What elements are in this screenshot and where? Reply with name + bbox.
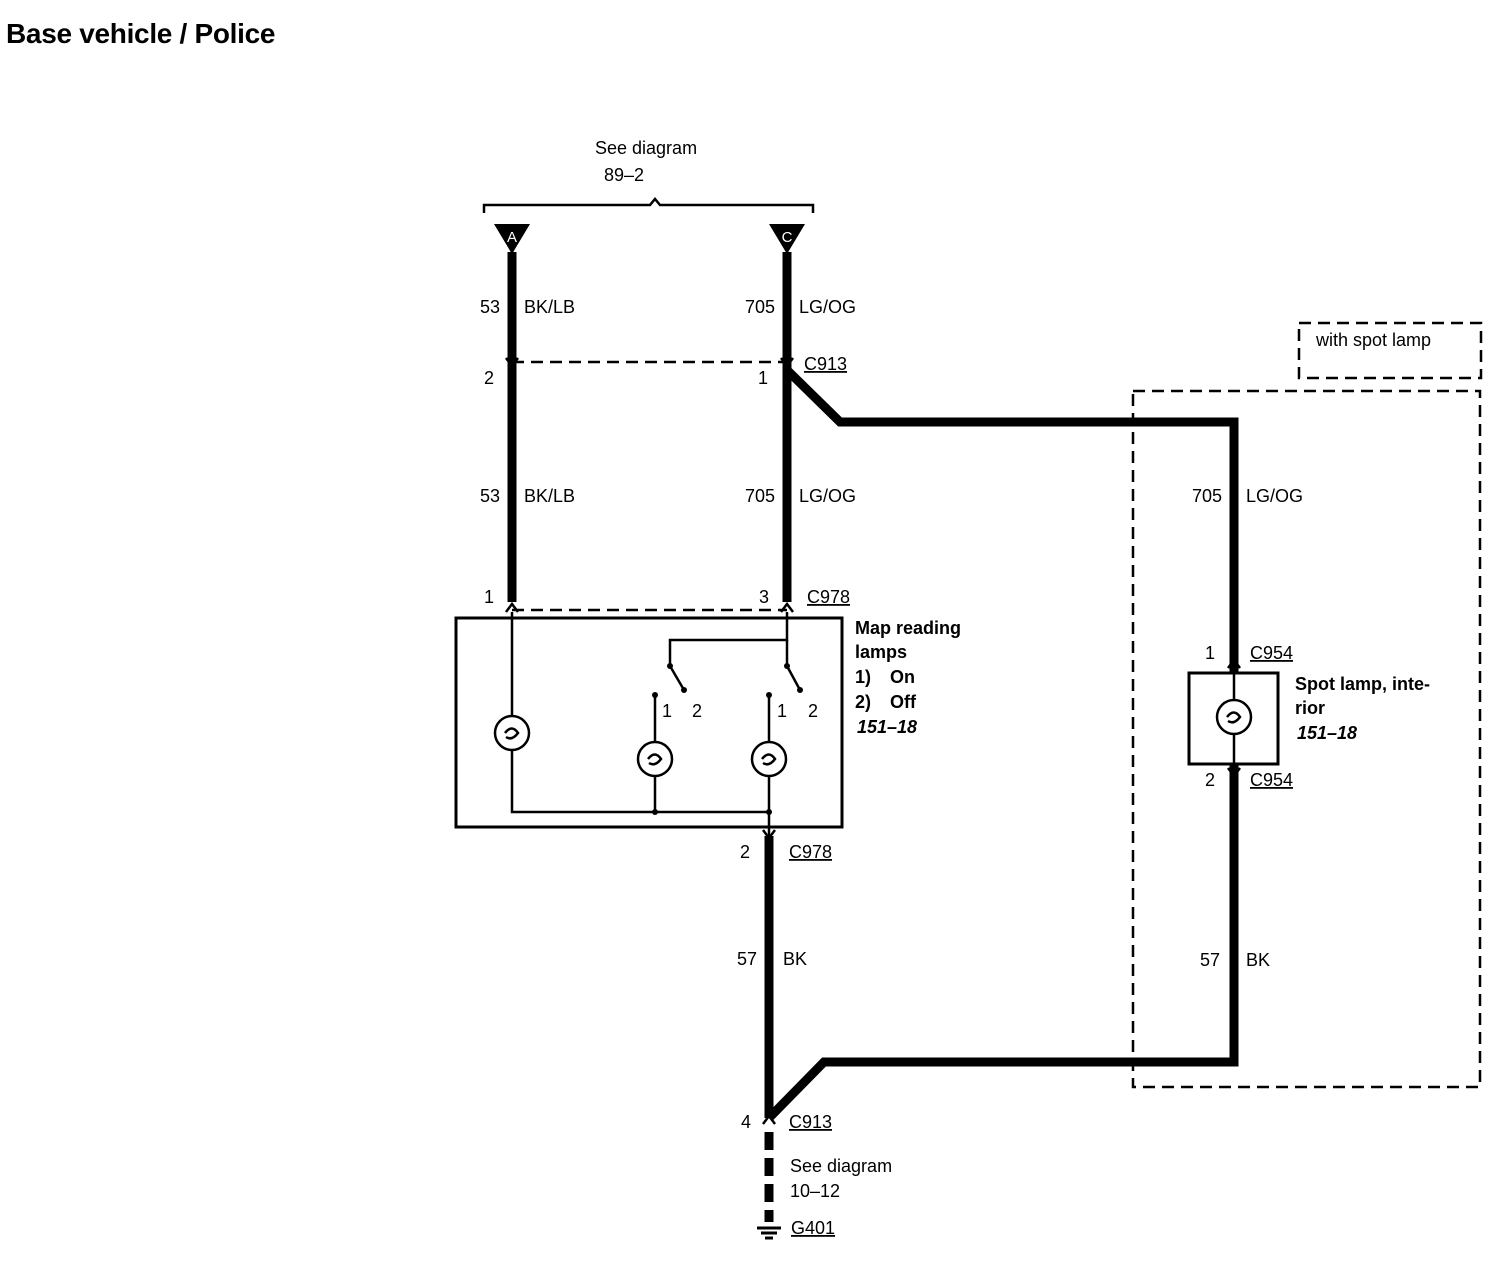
wire-label-circuit: 57 — [1200, 950, 1220, 970]
map-lamps-name: lamps — [855, 642, 907, 662]
switch-pos-label: 1 — [777, 701, 787, 721]
wire-label-color: BK — [783, 949, 807, 969]
wire-label-circuit: 53 — [480, 297, 500, 317]
pin-number: 2 — [1205, 770, 1215, 790]
switch-pos-label: 1 — [662, 701, 672, 721]
map-lamps-position-label: Off — [890, 692, 917, 712]
ground-name: G401 — [791, 1218, 835, 1238]
arrow-c978-pin2-icon — [762, 829, 776, 841]
map-lamps-housing — [454, 616, 844, 829]
terminal-c-triangle-icon — [769, 224, 805, 254]
connector-name: C978 — [807, 587, 850, 607]
wire-label-color: BK/LB — [524, 486, 575, 506]
wire-label-circuit: 705 — [745, 486, 775, 506]
bottom-ref-line2: 10–12 — [790, 1181, 840, 1201]
terminal-a-label: A — [507, 229, 517, 246]
pin-number: 1 — [484, 587, 494, 607]
connector-labels: 2 1 C913 1 3 C978 2 C978 4 C913 1 C954 2… — [484, 354, 1293, 1132]
wire-label-color: LG/OG — [1246, 486, 1303, 506]
top-ref-bracket — [482, 197, 815, 213]
connector-name: C913 — [789, 1112, 832, 1132]
terminal-c[interactable]: C — [769, 224, 805, 254]
switch-right-icon[interactable] — [766, 663, 803, 698]
option-region-outline — [1131, 389, 1482, 1089]
wire-label-circuit: 705 — [745, 297, 775, 317]
wire-label-circuit: 705 — [1192, 486, 1222, 506]
terminal-c-label: C — [782, 229, 793, 246]
wire-label-color: LG/OG — [799, 297, 856, 317]
pin-number: 4 — [741, 1112, 751, 1132]
pin-number: 3 — [759, 587, 769, 607]
terminal-a[interactable]: A — [494, 224, 530, 254]
connector-name: C954 — [1250, 770, 1293, 790]
arrow-c913-pin1-icon — [780, 357, 794, 369]
switch-pos-label: 2 — [808, 701, 818, 721]
pin-number: 1 — [1205, 643, 1215, 663]
page-title: Base vehicle / Police — [6, 18, 276, 49]
option-label-box — [1297, 321, 1483, 380]
wire-label-color: BK — [1246, 950, 1270, 970]
switch-pos-label: 2 — [692, 701, 702, 721]
top-ref-line2: 89–2 — [604, 165, 644, 185]
top-diagram-reference[interactable]: See diagram 89–2 — [482, 138, 815, 213]
bulb-icon — [636, 740, 674, 778]
map-lamps-position-label: On — [890, 667, 915, 687]
wire-label-circuit: 53 — [480, 486, 500, 506]
spot-lamp-name: rior — [1295, 698, 1325, 718]
pin-number: 1 — [758, 368, 768, 388]
wire-57-bk-spot-ground[interactable] — [765, 764, 1239, 1122]
wire-label-circuit: 57 — [737, 949, 757, 969]
top-ref-line1: See diagram — [595, 138, 697, 158]
connector-name: C978 — [789, 842, 832, 862]
wire-705-spot-feed[interactable] — [783, 366, 1239, 678]
map-lamps-name: Map reading — [855, 618, 961, 638]
connector-name: C954 — [1250, 643, 1293, 663]
arrow-c913-pin2-icon — [505, 357, 519, 369]
arrow-c913-pin4-icon — [762, 1113, 776, 1125]
bottom-diagram-reference[interactable]: See diagram 10–12 — [790, 1156, 892, 1201]
map-lamps-reference[interactable]: 151–18 — [857, 717, 917, 737]
connector-arrows — [505, 357, 1241, 1125]
wire-labels: 53 BK/LB 705 LG/OG 53 BK/LB 705 LG/OG 70… — [480, 297, 1303, 970]
bulb-icon — [1215, 698, 1253, 736]
map-lamps-position: 2) — [855, 692, 871, 712]
ground-icon — [757, 1226, 781, 1240]
bottom-ref-line1: See diagram — [790, 1156, 892, 1176]
spot-lamp-interior[interactable]: Spot lamp, inte- rior 151–18 — [1187, 660, 1430, 776]
terminal-a-triangle-icon — [494, 224, 530, 254]
option-label: with spot lamp — [1315, 330, 1431, 350]
map-lamps-position: 1) — [855, 667, 871, 687]
switch-left-icon[interactable] — [652, 663, 687, 698]
spot-lamp-option: with spot lamp — [1131, 321, 1483, 1089]
pin-number: 2 — [484, 368, 494, 388]
bulb-icon — [750, 740, 788, 778]
bulb-icon — [493, 714, 531, 752]
ground-g401[interactable]: G401 — [757, 1218, 835, 1240]
spot-lamp-name: Spot lamp, inte- — [1295, 674, 1430, 694]
pin-number: 2 — [740, 842, 750, 862]
spot-lamp-reference[interactable]: 151–18 — [1297, 723, 1357, 743]
wire-label-color: LG/OG — [799, 486, 856, 506]
map-reading-lamps[interactable]: 1 2 1 2 Map reading lamps 1) On 2) Off 1… — [454, 612, 961, 836]
connector-name: C913 — [804, 354, 847, 374]
wire-label-color: BK/LB — [524, 297, 575, 317]
